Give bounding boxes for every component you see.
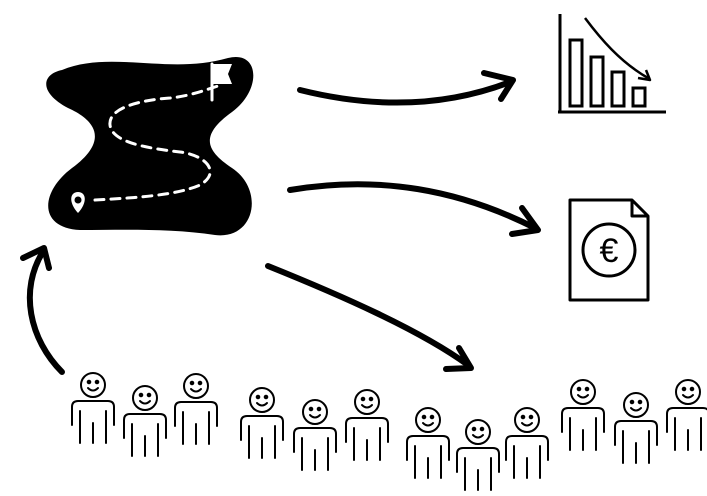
- person-icon: [71, 372, 115, 444]
- location-pin-icon: [71, 192, 85, 213]
- arrow-people-to-roadmap: [20, 245, 65, 375]
- person-icon: [614, 392, 658, 464]
- person-icon: [561, 379, 605, 451]
- crowd-of-people-icon: [71, 372, 707, 491]
- euro-document-icon: €: [568, 198, 650, 302]
- arrow-roadmap-to-invoice: [287, 181, 541, 237]
- person-icon: [123, 385, 167, 457]
- arrow-roadmap-to-people: [265, 263, 474, 372]
- person-icon: [456, 419, 500, 491]
- person-icon: [174, 373, 218, 445]
- flag-icon: [210, 62, 232, 102]
- person-icon: [406, 407, 450, 479]
- roadmap-map-icon: [46, 56, 254, 236]
- person-icon: [345, 389, 389, 461]
- declining-bar-chart-icon: [558, 14, 666, 114]
- arrow-roadmap-to-chart: [297, 70, 516, 106]
- person-icon: [240, 387, 284, 459]
- euro-symbol: €: [600, 232, 619, 270]
- person-icon: [666, 379, 707, 451]
- person-icon: [505, 407, 549, 479]
- person-icon: [293, 399, 337, 471]
